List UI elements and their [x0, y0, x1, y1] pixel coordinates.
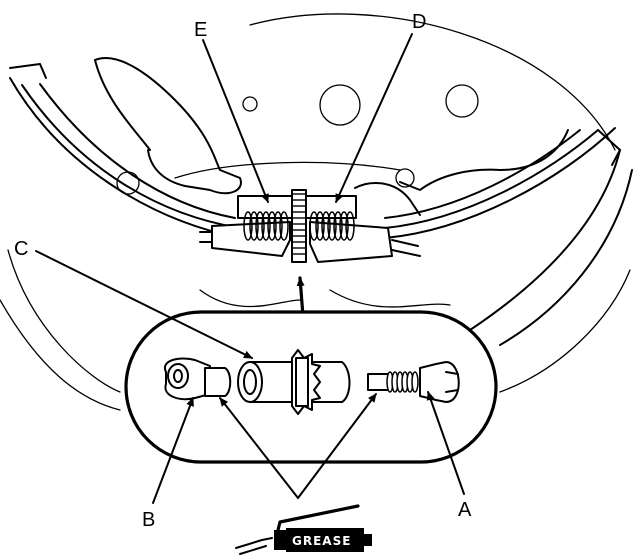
- shoe-webs: [94, 57, 569, 216]
- detail-pointer-arrow: [296, 276, 305, 318]
- callout-label-e: E: [194, 19, 207, 41]
- spring-coil: [315, 211, 325, 241]
- spring-coil: [333, 211, 343, 241]
- spring-coil: [339, 211, 349, 241]
- callout-label-b: B: [142, 509, 155, 531]
- adjuster-installed: [199, 189, 421, 263]
- part-b-pivot-nut: [163, 357, 232, 401]
- grease-gun-icon: GREASE: [235, 504, 372, 555]
- spring-coil: [309, 211, 319, 241]
- brake-shoe-outer: [9, 63, 633, 346]
- part-c-sleeve: [237, 349, 351, 415]
- callout-label-c: C: [14, 238, 28, 260]
- spring-coil: [345, 211, 355, 241]
- grease-line-left: [219, 397, 299, 499]
- spring-coil: [267, 211, 277, 241]
- callout-label-a: A: [458, 499, 472, 521]
- spring-coil: [255, 211, 265, 241]
- grease-label: GREASE: [292, 534, 351, 548]
- callout-label-d: D: [412, 11, 426, 33]
- grease-line-right: [297, 393, 377, 499]
- spring-coil: [249, 211, 259, 241]
- backing-plate: [0, 13, 631, 411]
- spring-coil: [261, 211, 271, 241]
- callout-line-b: [152, 397, 194, 504]
- star-wheel: [292, 193, 306, 255]
- screw-thread: [411, 371, 419, 393]
- callout-line-d: [335, 33, 413, 203]
- spring-coil: [273, 211, 283, 241]
- spring-coil: [243, 211, 253, 241]
- adjuster-spring: [243, 211, 355, 241]
- spring-coil: [321, 211, 331, 241]
- callout-line-c: [35, 250, 253, 359]
- callout-line-a: [426, 391, 465, 495]
- spring-coil: [279, 211, 289, 241]
- callout-line-e: [202, 39, 269, 203]
- spring-coil: [327, 211, 337, 241]
